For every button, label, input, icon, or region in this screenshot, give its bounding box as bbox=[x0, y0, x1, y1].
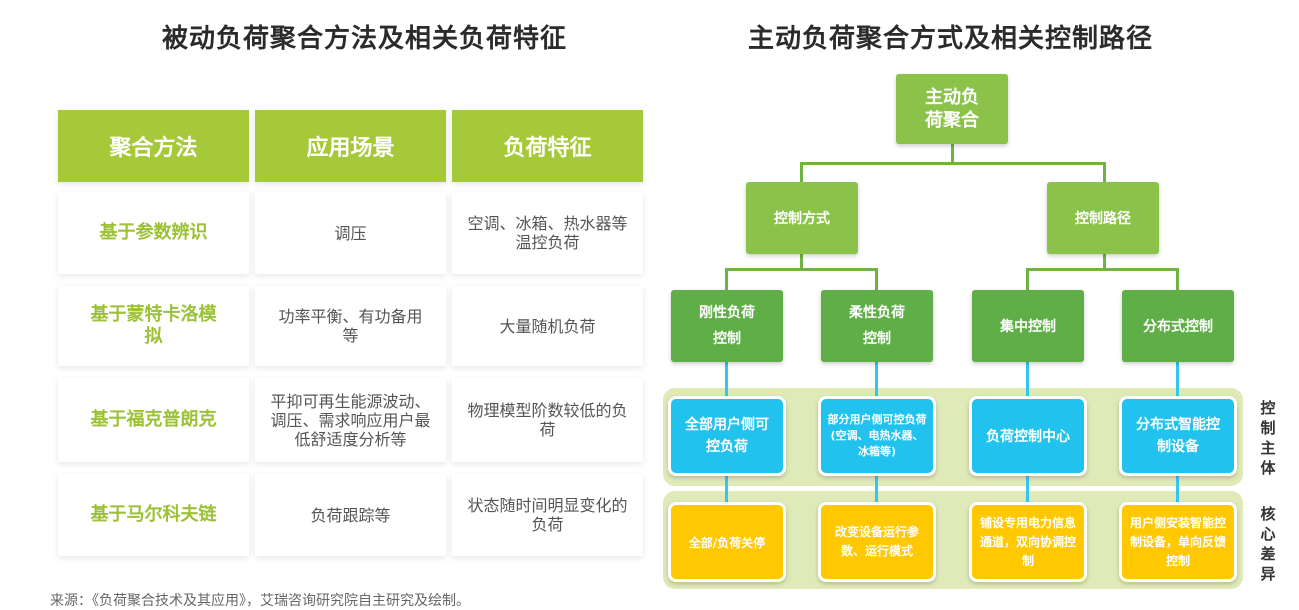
connector-line bbox=[800, 162, 803, 182]
connector-line bbox=[1026, 268, 1029, 290]
table-row-scenario: 功率平衡、有功备用等 bbox=[255, 286, 446, 366]
table-row-scenario: 平抑可再生能源波动、调压、需求响应用户最低舒适度分析等 bbox=[255, 378, 446, 462]
control-path-node: 控制路径 bbox=[1047, 182, 1159, 254]
connector-line bbox=[800, 162, 1106, 165]
control-method-node: 控制方式 bbox=[746, 182, 858, 254]
table-row-feature: 物理模型阶数较低的负荷 bbox=[452, 378, 643, 462]
difference-smart-devices: 用户侧安装智能控制设备，单向反馈控制 bbox=[1119, 502, 1237, 582]
table-row-feature: 大量随机负荷 bbox=[452, 286, 643, 366]
table-row-method: 基于福克普朗克 bbox=[58, 378, 249, 462]
subject-load-control-center: 负荷控制中心 bbox=[969, 396, 1087, 476]
table-row-method: 基于参数辨识 bbox=[58, 192, 249, 274]
connector-line bbox=[800, 254, 803, 270]
table-row-method: 基于马尔科夫链 bbox=[58, 474, 249, 556]
table-row-feature: 空调、冰箱、热水器等温控负荷 bbox=[452, 192, 643, 274]
table-row-method: 基于蒙特卡洛模拟 bbox=[58, 286, 249, 366]
subject-partial-user-loads: 部分用户侧可控负荷(空调、电热水器、冰箱等) bbox=[818, 396, 936, 476]
flexible-load-control-node: 柔性负荷控制 bbox=[821, 290, 933, 362]
connector-line bbox=[1176, 470, 1179, 506]
connector-line bbox=[875, 362, 878, 402]
connector-line bbox=[1026, 268, 1179, 271]
connector-line bbox=[951, 144, 954, 164]
connector-line bbox=[725, 362, 728, 402]
connector-line bbox=[1026, 362, 1029, 402]
connector-line bbox=[1103, 162, 1106, 182]
difference-dedicated-channel: 铺设专用电力信息通道，双向协调控制 bbox=[969, 502, 1087, 582]
connector-line bbox=[1176, 362, 1179, 402]
header-scenario: 应用场景 bbox=[255, 110, 446, 182]
subject-all-user-loads: 全部用户侧可控负荷 bbox=[668, 396, 786, 476]
core-difference-label: 核心差异 bbox=[1260, 505, 1276, 583]
difference-change-parameters: 改变设备运行参数、运行模式 bbox=[818, 502, 936, 582]
rigid-load-control-node: 刚性负荷控制 bbox=[671, 290, 783, 362]
table-row-scenario: 调压 bbox=[255, 192, 446, 274]
connector-line bbox=[725, 268, 878, 271]
connector-line bbox=[1026, 470, 1029, 506]
table-row-feature: 状态随时间明显变化的负荷 bbox=[452, 474, 643, 556]
right-title: 主动负荷聚合方式及相关控制路径 bbox=[748, 24, 1154, 54]
table-row-scenario: 负荷跟踪等 bbox=[255, 474, 446, 556]
connector-line bbox=[875, 268, 878, 290]
header-feature: 负荷特征 bbox=[452, 110, 643, 182]
connector-line bbox=[725, 470, 728, 506]
connector-line bbox=[1103, 254, 1106, 270]
centralized-control-node: 集中控制 bbox=[972, 290, 1084, 362]
root-node: 主动负荷聚合 bbox=[896, 74, 1008, 144]
left-title: 被动负荷聚合方法及相关负荷特征 bbox=[162, 24, 568, 54]
connector-line bbox=[725, 268, 728, 290]
header-method: 聚合方法 bbox=[58, 110, 249, 182]
distributed-control-node: 分布式控制 bbox=[1122, 290, 1234, 362]
connector-line bbox=[875, 470, 878, 506]
connector-line bbox=[1176, 268, 1179, 290]
difference-all-shutdown: 全部/负荷关停 bbox=[668, 502, 786, 582]
subject-distributed-devices: 分布式智能控制设备 bbox=[1119, 396, 1237, 476]
control-subject-label: 控制主体 bbox=[1260, 399, 1276, 477]
source-footnote: 来源：《负荷聚合技术及其应用》，艾瑞咨询研究院自主研究及绘制。 bbox=[50, 593, 470, 609]
